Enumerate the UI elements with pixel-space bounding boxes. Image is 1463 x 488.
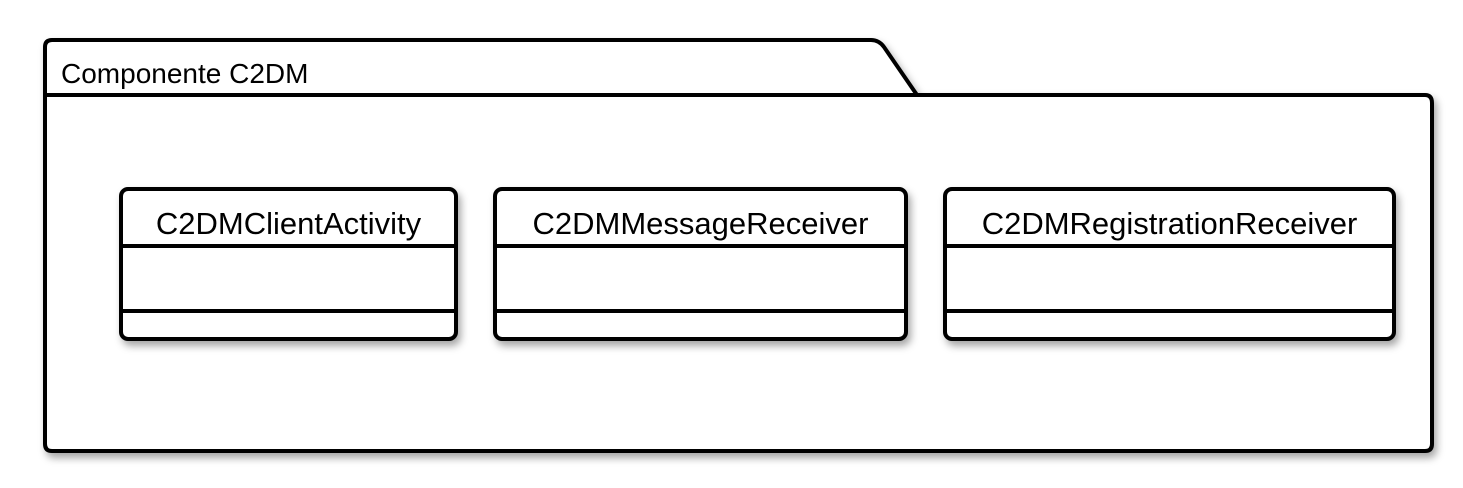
class-box-outline [943, 187, 1396, 341]
class-box-outline [493, 187, 908, 341]
class-name-c2dmregistrationreceiver: C2DMRegistrationReceiver [981, 206, 1358, 241]
class-box-outline [119, 187, 458, 341]
class-box-c2dmregistrationreceiver[interactable] [943, 187, 1396, 341]
class-box-c2dmmessagereceiver[interactable] [493, 187, 908, 341]
class-name-c2dmmessagereceiver: C2DMMessageReceiver [532, 206, 869, 241]
class-box-c2dmclientactivity[interactable] [119, 187, 458, 341]
class-name-c2dmclientactivity: C2DMClientActivity [155, 206, 422, 241]
package-title: Componente C2DM [61, 58, 309, 89]
